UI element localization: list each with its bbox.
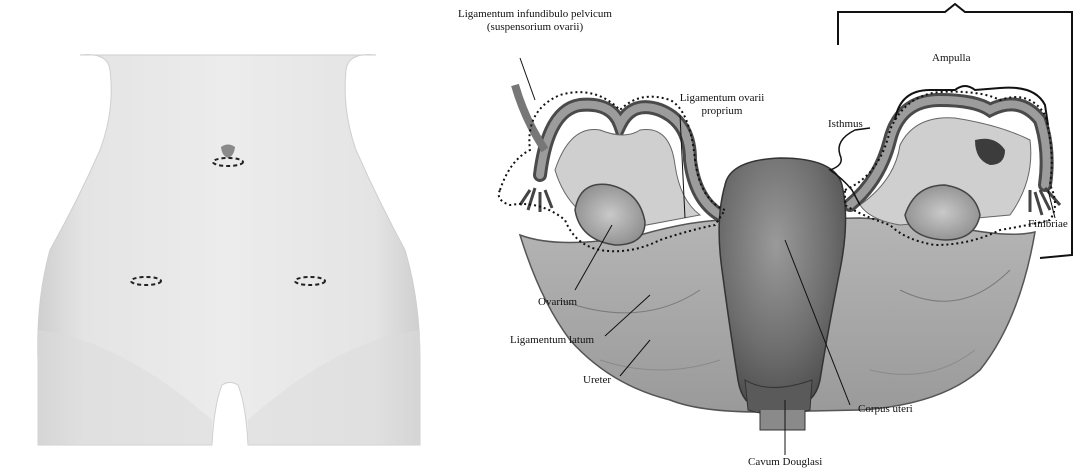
uterus-illustration <box>499 4 1072 455</box>
label-cavum-douglasi: Cavum Douglasi <box>748 456 822 469</box>
label-ligamentum-latum: Ligamentum latum <box>510 334 594 347</box>
label-isthmus: Isthmus <box>828 118 863 131</box>
label-ampulla: Ampulla <box>932 52 971 65</box>
label-fimbriae: Fimbriae <box>1028 218 1068 231</box>
label-ligamentum-infundibulo-line1: Ligamentum infundibulo pelvicum <box>435 8 635 21</box>
label-corpus-uteri: Corpus uteri <box>858 403 913 416</box>
label-ligamentum-ovarii: Ligamentum ovarii proprium <box>672 92 772 118</box>
label-ligamentum-ovarii-line2: proprium <box>672 105 772 118</box>
label-ligamentum-ovarii-line1: Ligamentum ovarii <box>672 92 772 105</box>
label-ligamentum-infundibulo: Ligamentum infundibulo pelvicum (suspens… <box>435 8 635 34</box>
leader-infundibulo <box>520 58 535 100</box>
left-fimbriae <box>520 188 552 212</box>
abdomen-illustration <box>38 55 420 445</box>
label-ureter: Ureter <box>583 374 611 387</box>
label-ligamentum-infundibulo-line2: (suspensorium ovarii) <box>435 21 635 34</box>
label-ovarium: Ovarium <box>538 296 577 309</box>
